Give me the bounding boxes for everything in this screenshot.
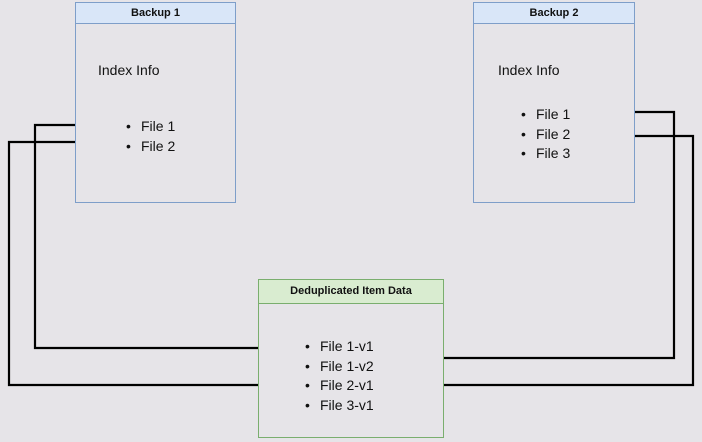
list-item[interactable]: File 1-v1	[305, 337, 374, 357]
node-backup2-title: Backup 2	[474, 3, 634, 24]
node-backup1[interactable]: Backup 1 Index Info File 1 File 2	[75, 2, 236, 203]
list-item[interactable]: File 3	[521, 144, 570, 164]
node-backup2[interactable]: Backup 2 Index Info File 1 File 2 File 3	[473, 2, 635, 203]
node-backup1-title: Backup 1	[76, 3, 235, 24]
node-backup1-index-label: Index Info	[98, 62, 160, 78]
node-dedup-file-list: File 1-v1 File 1-v2 File 2-v1 File 3-v1	[305, 337, 374, 415]
list-item[interactable]: File 2	[126, 137, 175, 157]
node-backup2-index-label: Index Info	[498, 62, 560, 78]
list-item[interactable]: File 3-v1	[305, 396, 374, 416]
node-backup2-file-list: File 1 File 2 File 3	[521, 105, 570, 164]
node-deduplicated-item-data[interactable]: Deduplicated Item Data File 1-v1 File 1-…	[258, 279, 444, 438]
list-item[interactable]: File 2-v1	[305, 376, 374, 396]
node-dedup-title: Deduplicated Item Data	[259, 280, 443, 304]
node-dedup-body: File 1-v1 File 1-v2 File 2-v1 File 3-v1	[259, 304, 443, 437]
list-item[interactable]: File 1	[521, 105, 570, 125]
node-backup1-body: Index Info File 1 File 2	[76, 24, 235, 202]
list-item[interactable]: File 1-v2	[305, 357, 374, 377]
node-backup1-file-list: File 1 File 2	[126, 117, 175, 156]
list-item[interactable]: File 1	[126, 117, 175, 137]
node-backup2-body: Index Info File 1 File 2 File 3	[474, 24, 634, 202]
list-item[interactable]: File 2	[521, 125, 570, 145]
